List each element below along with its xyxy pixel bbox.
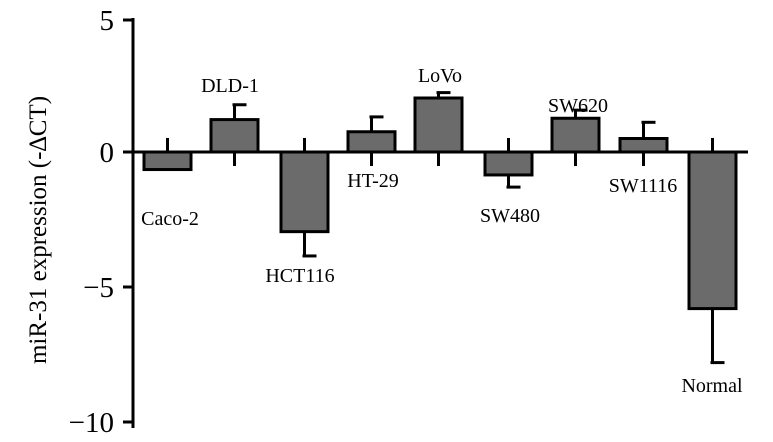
y-tick-label: 5 — [100, 5, 115, 37]
bar-sw1116 — [618, 137, 669, 154]
category-label: Caco-2 — [141, 208, 199, 230]
category-label: DLD-1 — [201, 75, 259, 97]
bar-caco-2 — [142, 150, 193, 172]
bar-dld-1 — [209, 118, 260, 154]
bar-hct116 — [279, 150, 330, 234]
bar-sw480 — [483, 150, 534, 177]
bars-group — [142, 91, 738, 365]
category-label: Normal — [681, 375, 743, 397]
y-tick-label: −5 — [83, 272, 114, 304]
category-label: SW620 — [548, 95, 608, 117]
y-ticks-group: 5 0 −5 −10 — [69, 5, 133, 439]
y-tick-label: 0 — [100, 137, 115, 169]
category-label: SW480 — [480, 205, 540, 227]
y-axis-label: miR-31 expression (-∆CT) — [25, 96, 52, 364]
category-label: HCT116 — [265, 265, 334, 287]
category-label: SW1116 — [609, 175, 678, 197]
bar-normal — [687, 150, 738, 311]
bar-ht-29 — [346, 130, 397, 154]
bar-lovo — [413, 96, 464, 154]
bar-sw620 — [550, 116, 601, 154]
category-label: LoVo — [418, 65, 462, 87]
category-label: HT-29 — [347, 170, 398, 192]
y-tick-label: −10 — [69, 407, 114, 439]
